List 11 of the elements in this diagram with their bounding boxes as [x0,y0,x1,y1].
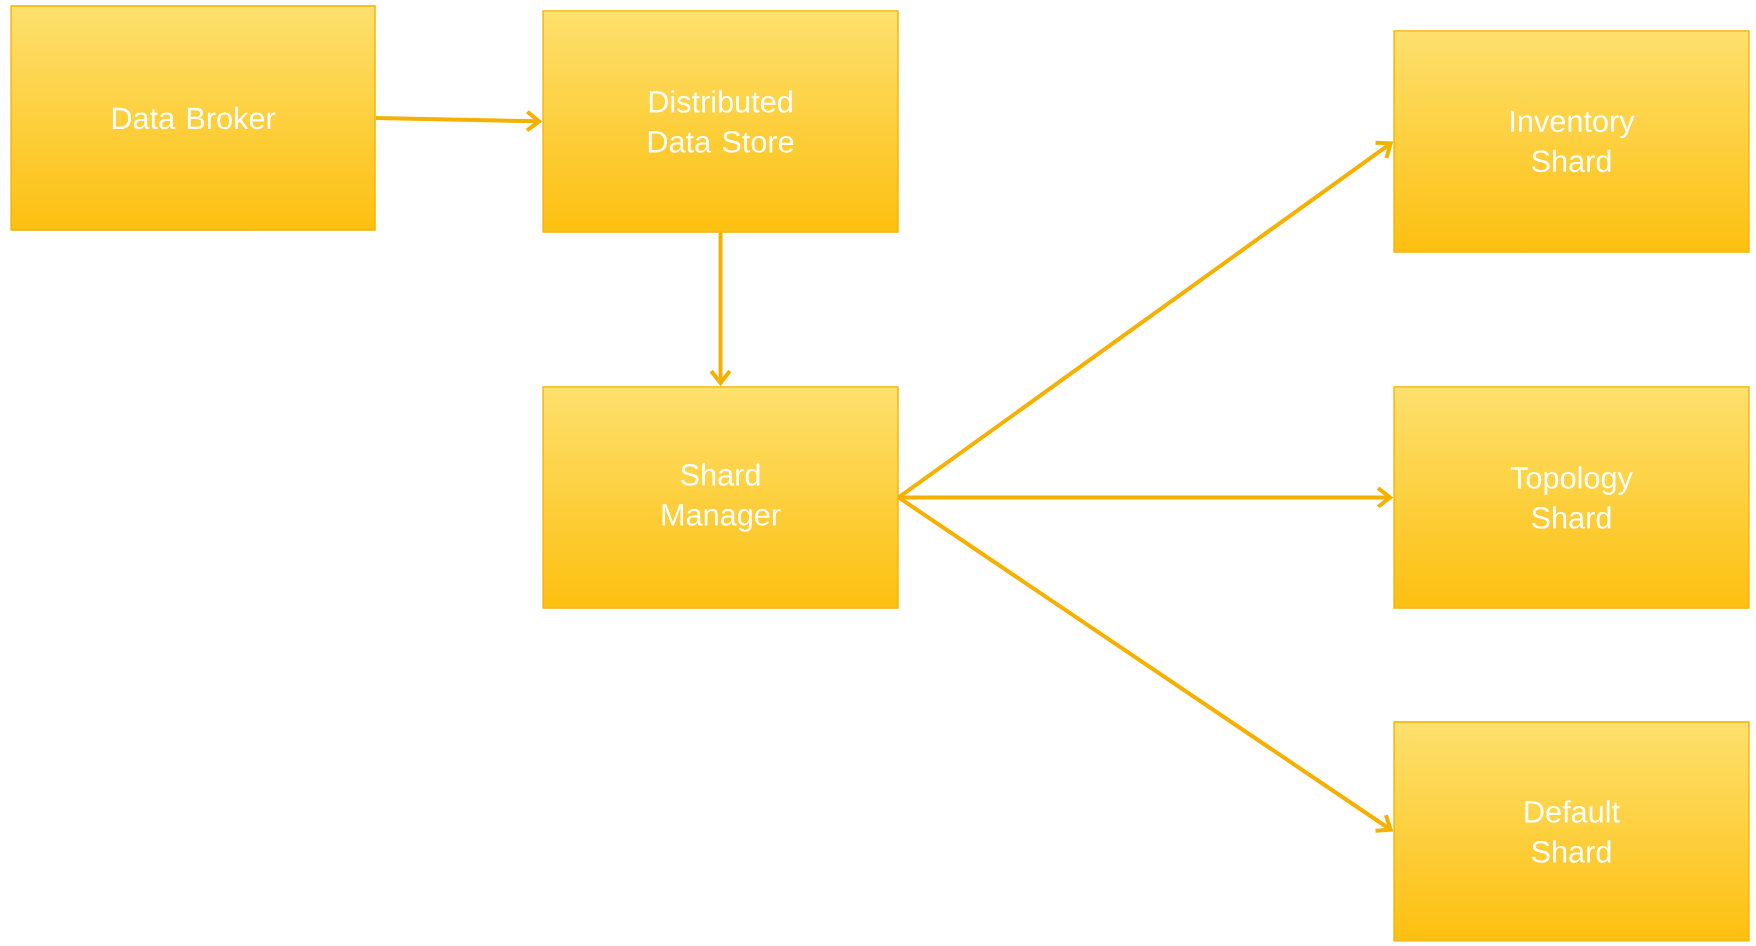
arrow [375,110,543,133]
process-box: Inventory Shard [1393,30,1750,253]
arrow [897,140,1394,500]
arrow [709,232,732,387]
process-box: Data Broker [10,5,376,231]
process-box: Default Shard [1393,721,1750,942]
arrow [898,486,1394,509]
process-box: Distributed Data Store [542,10,899,233]
arrow [897,495,1394,833]
process-box: Topology Shard [1393,386,1750,609]
process-box: Shard Manager [542,386,899,609]
